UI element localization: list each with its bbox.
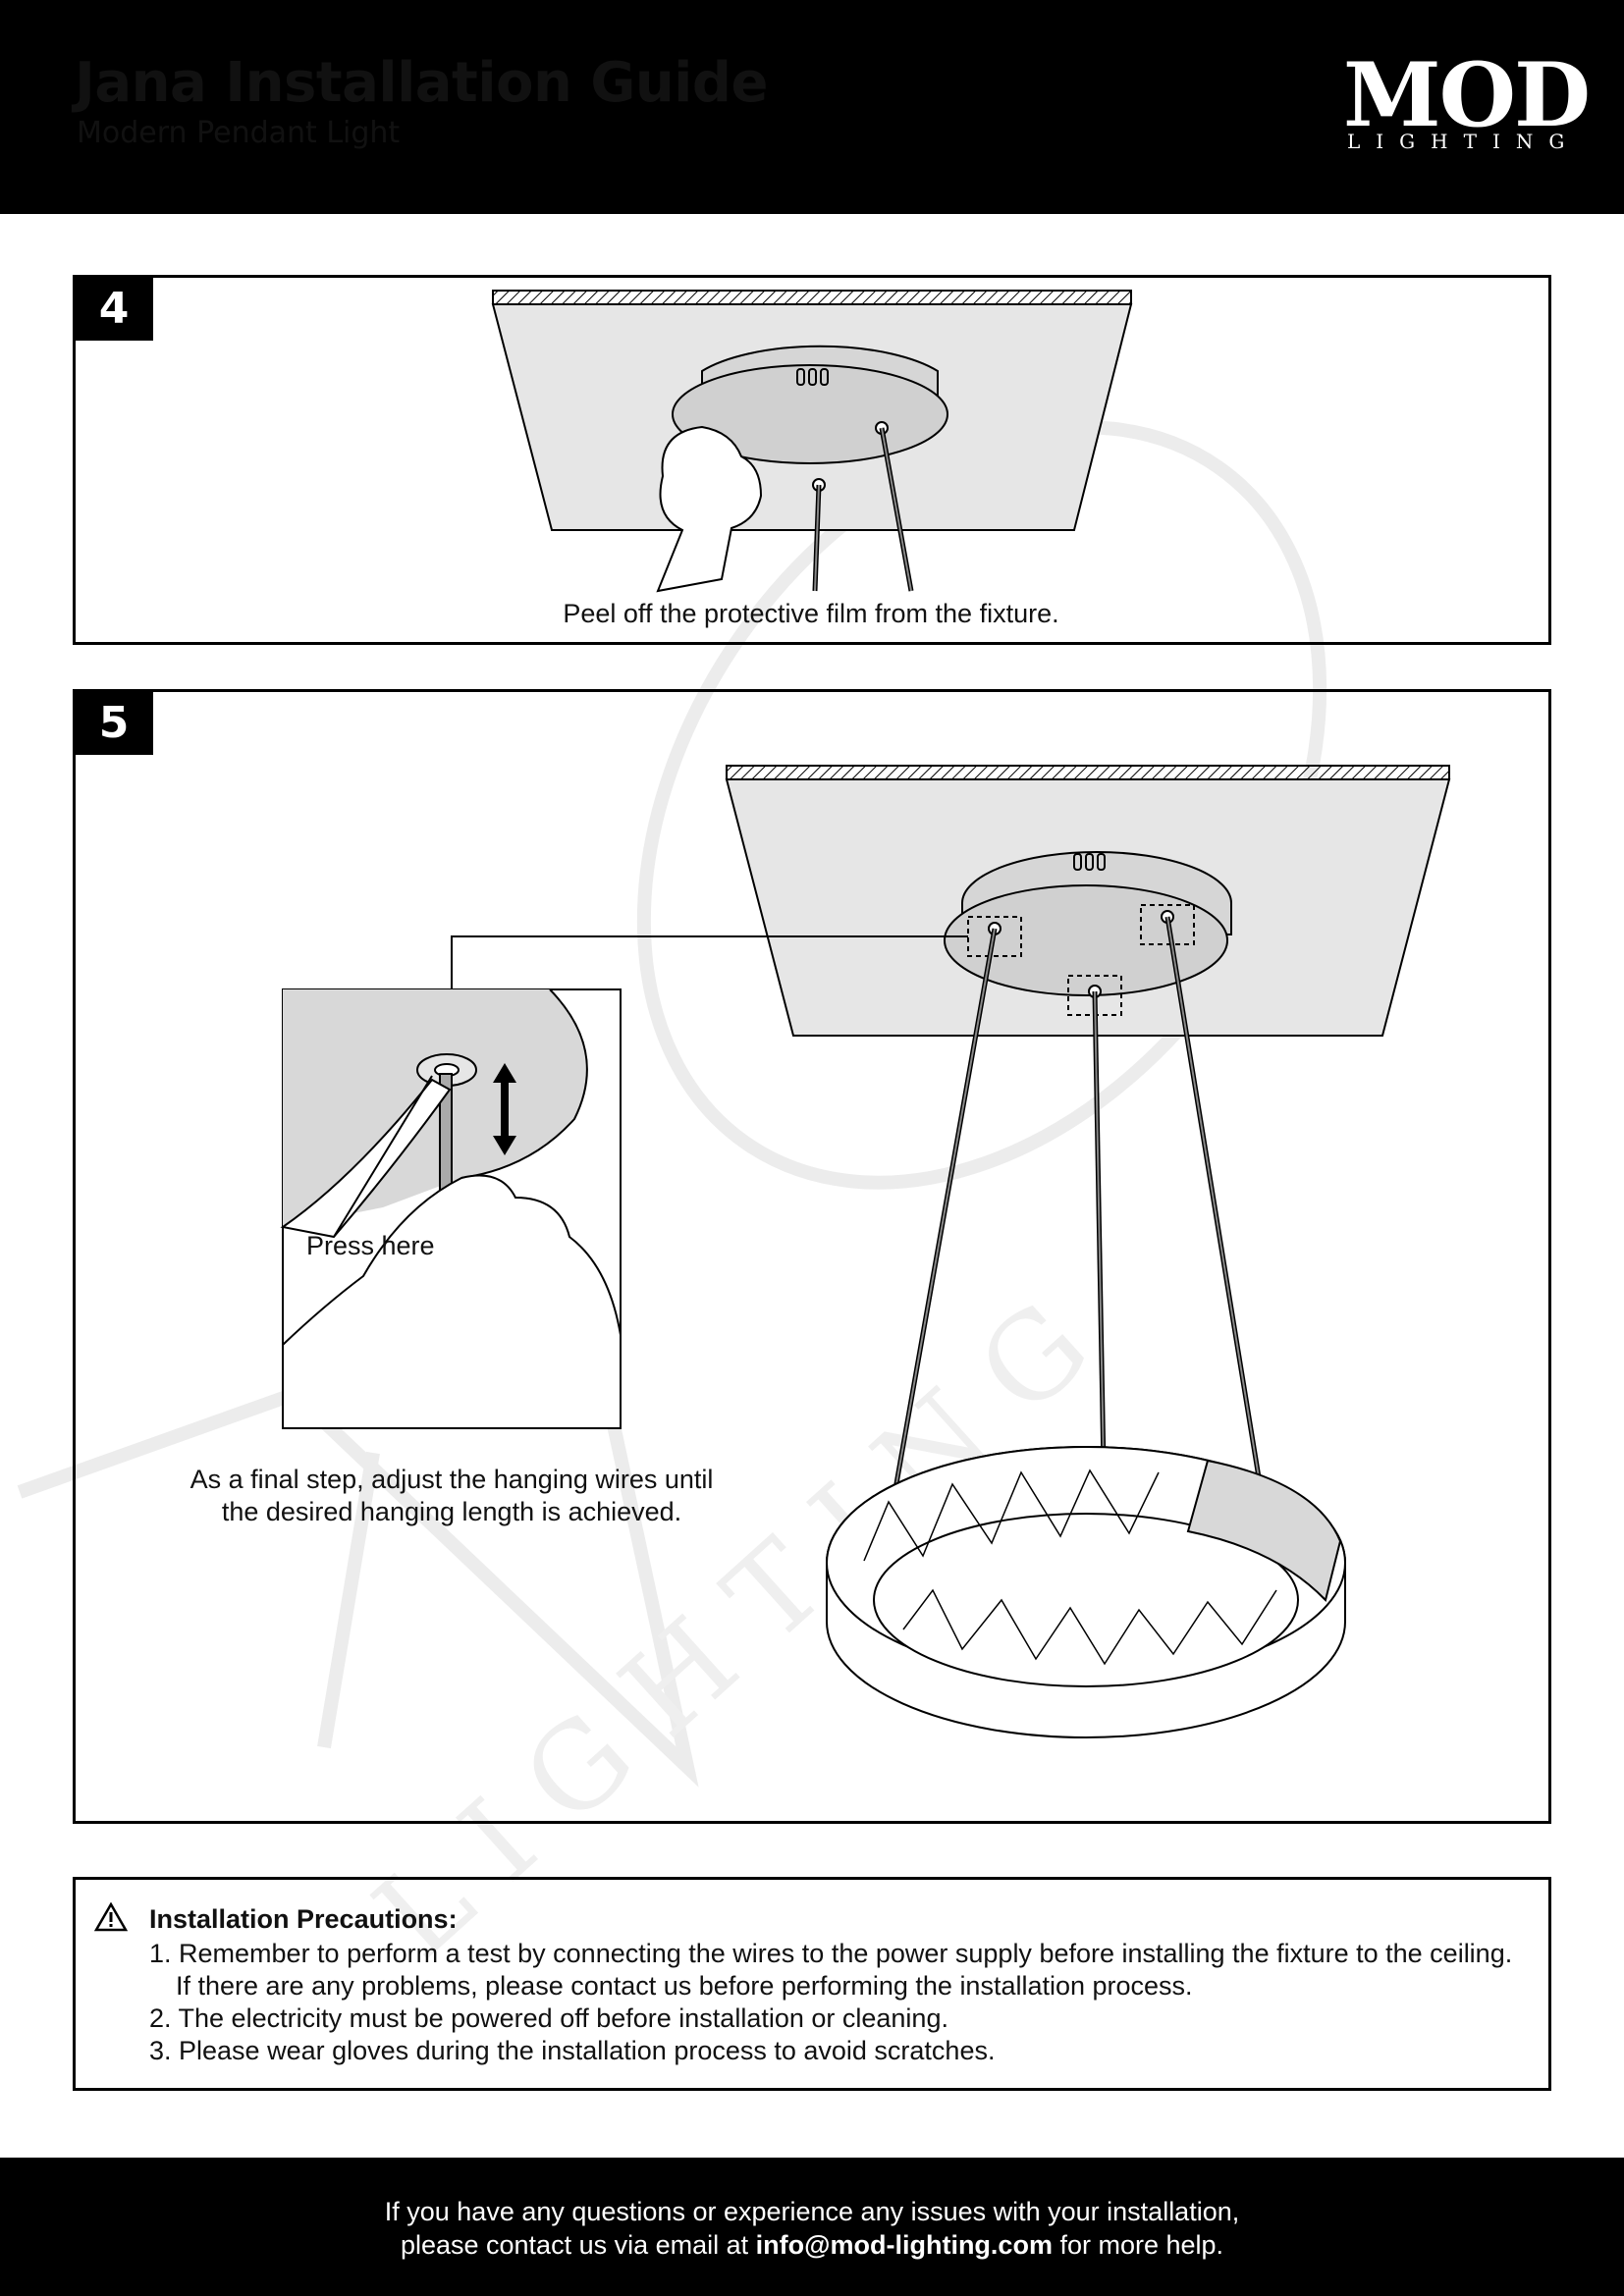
warning-icon [94, 1902, 128, 1932]
page-header [0, 0, 1624, 214]
step-4-panel [73, 275, 1551, 645]
contact-email-link[interactable]: info@mod-lighting.com [755, 2230, 1053, 2260]
step-5-caption-line1: As a final step, adjust the hanging wire… [189, 1465, 714, 1494]
step-5-illustration [280, 765, 1451, 1738]
footer-line-2-prefix: please contact us via email at [400, 2230, 749, 2260]
footer-line-2: please contact us via email at info@mod-… [0, 2228, 1624, 2262]
brand-logo: MOD [1343, 43, 1591, 147]
precautions-box [73, 1877, 1551, 2091]
precaution-item-1: 1. Remember to perform a test by connect… [149, 1939, 1513, 1968]
precaution-item-3: 3. Please wear gloves during the install… [149, 2036, 996, 2065]
precaution-item-1-cont: If there are any problems, please contac… [176, 1971, 1193, 2001]
footer-text: If you have any questions or experience … [0, 2195, 1624, 2262]
step-5-number: 5 [75, 691, 153, 755]
step-4-illustration [491, 290, 1133, 593]
brand-logo-sub: LIGHTING [1347, 130, 1581, 153]
page-footer [0, 2158, 1624, 2296]
page-subtitle: Modern Pendant Light [77, 116, 401, 150]
page-title: Jana Installation Guide [75, 51, 768, 115]
step-4-caption: Peel off the protective film from the fi… [563, 599, 1059, 628]
step-5-panel [73, 689, 1551, 1824]
step-4-number: 4 [75, 277, 153, 341]
press-here-label: Press here [306, 1231, 435, 1260]
footer-line-2-suffix: for more help. [1059, 2230, 1224, 2260]
footer-line-1: If you have any questions or experience … [384, 2197, 1240, 2226]
step-5-caption-line2: the desired hanging length is achieved. [221, 1497, 682, 1526]
precaution-item-2: 2. The electricity must be powered off b… [149, 2003, 948, 2033]
precautions-title: Installation Precautions: [149, 1904, 458, 1934]
